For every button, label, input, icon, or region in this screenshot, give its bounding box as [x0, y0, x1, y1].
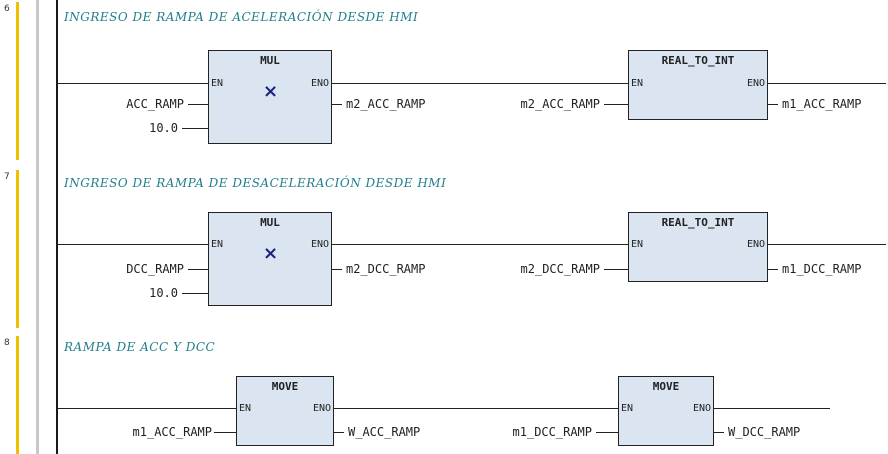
output-operand[interactable]: W_DCC_RAMP — [728, 425, 801, 439]
output-operand[interactable]: m2_DCC_RAMP — [346, 262, 426, 276]
input-wire — [604, 269, 628, 270]
input-operand[interactable]: 10.0 — [149, 121, 178, 135]
input-operand[interactable]: m1_DCC_RAMP — [512, 425, 592, 439]
eno-pin: ENO — [746, 239, 765, 250]
en-wire — [58, 244, 208, 245]
output-wire — [334, 432, 344, 433]
network-comment[interactable]: INGRESO DE RAMPA DE DESACELERACIÓN DESDE… — [64, 176, 447, 190]
eno-wire — [334, 408, 618, 409]
block-name: MOVE — [652, 380, 680, 393]
input-wire — [214, 432, 236, 433]
en-pin: EN — [211, 78, 224, 89]
network-comment[interactable]: INGRESO DE RAMPA DE ACELERACIÓN DESDE HM… — [64, 10, 419, 24]
network-marker — [16, 170, 19, 328]
mul-block[interactable]: MUL EN ENO × — [208, 212, 332, 306]
block-name: MUL — [260, 54, 280, 67]
output-wire — [768, 269, 778, 270]
network-number: 6 — [4, 4, 10, 14]
left-rail — [36, 0, 39, 454]
input-wire — [188, 269, 208, 270]
multiply-icon: × — [263, 81, 279, 102]
input-operand[interactable]: m1_ACC_RAMP — [132, 425, 212, 439]
network-comment[interactable]: RAMPA DE ACC Y DCC — [64, 340, 216, 354]
network-number: 8 — [4, 338, 10, 348]
input-operand[interactable]: 10.0 — [149, 286, 178, 300]
move-block[interactable]: MOVE EN ENO — [236, 376, 334, 446]
en-pin: EN — [211, 239, 224, 250]
real-to-int-block[interactable]: REAL_TO_INT EN ENO — [628, 50, 768, 120]
en-pin: EN — [239, 403, 252, 414]
real-to-int-block[interactable]: REAL_TO_INT EN ENO — [628, 212, 768, 282]
eno-wire — [768, 244, 886, 245]
input-wire — [188, 104, 208, 105]
move-block[interactable]: MOVE EN ENO — [618, 376, 714, 446]
input-wire — [604, 104, 628, 105]
output-operand[interactable]: W_ACC_RAMP — [348, 425, 421, 439]
output-operand[interactable]: m1_ACC_RAMP — [782, 97, 862, 111]
input-wire — [596, 432, 618, 433]
en-pin: EN — [631, 78, 644, 89]
power-rail — [56, 0, 58, 454]
en-pin: EN — [631, 239, 644, 250]
eno-pin: ENO — [310, 239, 329, 250]
input-operand[interactable]: m2_ACC_RAMP — [520, 97, 600, 111]
network-marker — [16, 2, 19, 160]
mul-block[interactable]: MUL EN ENO × — [208, 50, 332, 144]
output-operand[interactable]: m1_DCC_RAMP — [782, 262, 862, 276]
eno-pin: ENO — [310, 78, 329, 89]
input-operand[interactable]: DCC_RAMP — [126, 262, 184, 276]
block-name: REAL_TO_INT — [661, 216, 735, 229]
output-wire — [332, 269, 342, 270]
input-operand[interactable]: ACC_RAMP — [126, 97, 184, 111]
block-name: REAL_TO_INT — [661, 54, 735, 67]
input-wire — [182, 128, 208, 129]
eno-wire — [332, 244, 628, 245]
eno-wire — [768, 83, 886, 84]
block-name: MUL — [260, 216, 280, 229]
eno-pin: ENO — [692, 403, 711, 414]
eno-wire — [714, 408, 830, 409]
network-marker — [16, 336, 19, 454]
output-wire — [332, 104, 342, 105]
input-wire — [182, 293, 208, 294]
input-operand[interactable]: m2_DCC_RAMP — [520, 262, 600, 276]
eno-pin: ENO — [312, 403, 331, 414]
output-wire — [714, 432, 724, 433]
en-pin: EN — [621, 403, 634, 414]
network-number: 7 — [4, 172, 10, 182]
en-wire — [58, 83, 208, 84]
multiply-icon: × — [263, 243, 279, 264]
output-wire — [768, 104, 778, 105]
eno-wire — [332, 83, 628, 84]
eno-pin: ENO — [746, 78, 765, 89]
en-wire — [58, 408, 236, 409]
block-name: MOVE — [271, 380, 299, 393]
output-operand[interactable]: m2_ACC_RAMP — [346, 97, 426, 111]
